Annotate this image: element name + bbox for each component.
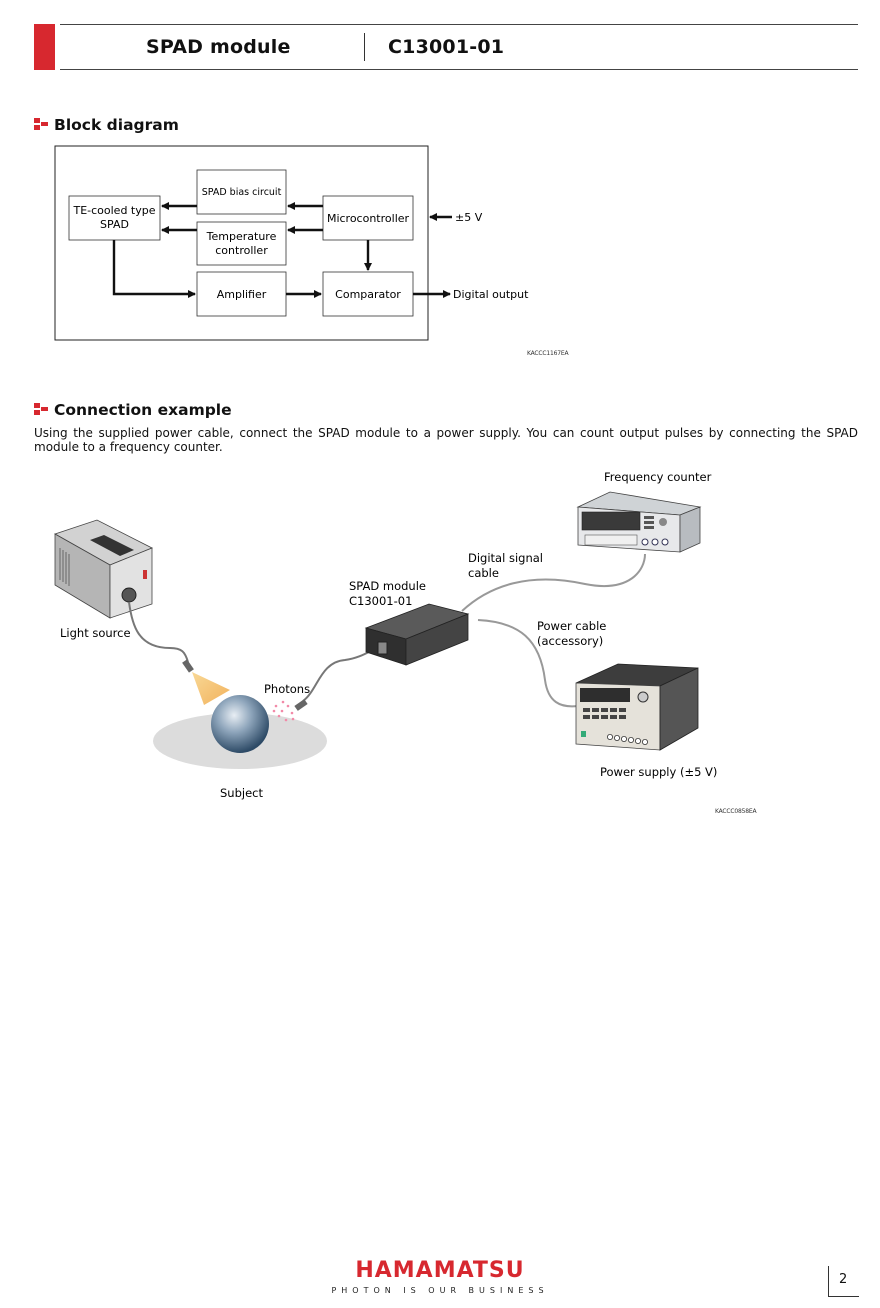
block-temperature-controller-label-1: Temperature bbox=[206, 230, 277, 243]
block-microcontroller-label: Microcontroller bbox=[327, 212, 410, 225]
digital-signal-cable-label-1: Digital signal bbox=[468, 551, 543, 565]
block-comparator bbox=[322, 271, 414, 317]
supply-voltage-label: ±5 V bbox=[455, 211, 483, 224]
subject-sphere bbox=[211, 695, 269, 753]
power-supply-label: Power supply (±5 V) bbox=[600, 765, 717, 779]
spad-module-label-1: SPAD module bbox=[349, 579, 426, 593]
block-te-cooled-spad bbox=[68, 195, 161, 241]
block-amplifier-label: Amplifier bbox=[217, 288, 267, 301]
header-separator bbox=[364, 33, 365, 61]
hamamatsu-tagline: PHOTON IS OUR BUSINESS bbox=[331, 1286, 549, 1295]
figure-code-connection: KACCC0858EA bbox=[715, 808, 757, 815]
section-bullet-icon bbox=[34, 403, 48, 415]
block-temperature-controller-label-2: controller bbox=[215, 244, 268, 257]
block-spad-bias-circuit-label: SPAD bias circuit bbox=[202, 187, 282, 198]
light-source-fiber bbox=[128, 601, 189, 663]
header-model-number: C13001-01 bbox=[388, 36, 505, 58]
block-amplifier bbox=[196, 271, 287, 317]
section-title-connection-example: Connection example bbox=[54, 401, 232, 419]
page-number-box: 2 bbox=[828, 1266, 859, 1297]
header-bottom-rule bbox=[60, 69, 858, 70]
block-te-cooled-spad-label-1: TE-cooled type bbox=[72, 204, 155, 217]
power-cable-label-1: Power cable bbox=[537, 619, 606, 633]
power-supply-device bbox=[575, 663, 699, 751]
subject-label: Subject bbox=[220, 786, 263, 800]
block-diagram-frame bbox=[54, 145, 429, 341]
figure-code-block-diagram: KACCC1167EA bbox=[527, 350, 569, 357]
hamamatsu-logo: HAMAMATSU bbox=[355, 1258, 525, 1283]
light-source-device bbox=[54, 519, 153, 619]
connection-description: Using the supplied power cable, connect … bbox=[34, 426, 858, 454]
block-microcontroller bbox=[322, 195, 414, 241]
light-source-fiber-tip bbox=[182, 659, 194, 673]
photons-dots bbox=[272, 700, 295, 722]
photons-label: Photons bbox=[264, 682, 310, 696]
block-diagram: TE-cooled type SPAD SPAD bias circuit Te… bbox=[54, 145, 529, 341]
digital-signal-cable bbox=[461, 553, 646, 612]
block-spad-bias-circuit bbox=[196, 169, 287, 215]
header-red-tab bbox=[34, 24, 55, 70]
spad-input-fiber bbox=[302, 647, 378, 702]
page-number: 2 bbox=[839, 1272, 848, 1287]
spad-input-fiber-tip bbox=[294, 699, 308, 711]
block-comparator-label: Comparator bbox=[335, 288, 401, 301]
spad-module-device bbox=[364, 603, 470, 666]
arrow-spad-to-amp bbox=[112, 240, 196, 298]
frequency-counter-device bbox=[576, 491, 702, 553]
frequency-counter-label: Frequency counter bbox=[604, 470, 712, 484]
block-te-cooled-spad-label-2: SPAD bbox=[100, 218, 129, 231]
header-top-rule bbox=[60, 24, 858, 25]
block-temperature-controller bbox=[196, 221, 287, 266]
header-product-name: SPAD module bbox=[146, 36, 291, 58]
connection-illustration: Light source Subject Photons SPAD module… bbox=[54, 470, 717, 800]
light-cone bbox=[192, 672, 230, 705]
power-cable-label-2: (accessory) bbox=[537, 634, 603, 648]
power-cable bbox=[477, 619, 579, 708]
digital-output-label: Digital output bbox=[453, 288, 529, 301]
spad-module-label-2: C13001-01 bbox=[349, 594, 412, 608]
light-source-label: Light source bbox=[60, 626, 131, 640]
digital-signal-cable-label-2: cable bbox=[468, 566, 499, 580]
section-title-block-diagram: Block diagram bbox=[54, 116, 179, 134]
section-bullet-icon bbox=[34, 118, 48, 130]
